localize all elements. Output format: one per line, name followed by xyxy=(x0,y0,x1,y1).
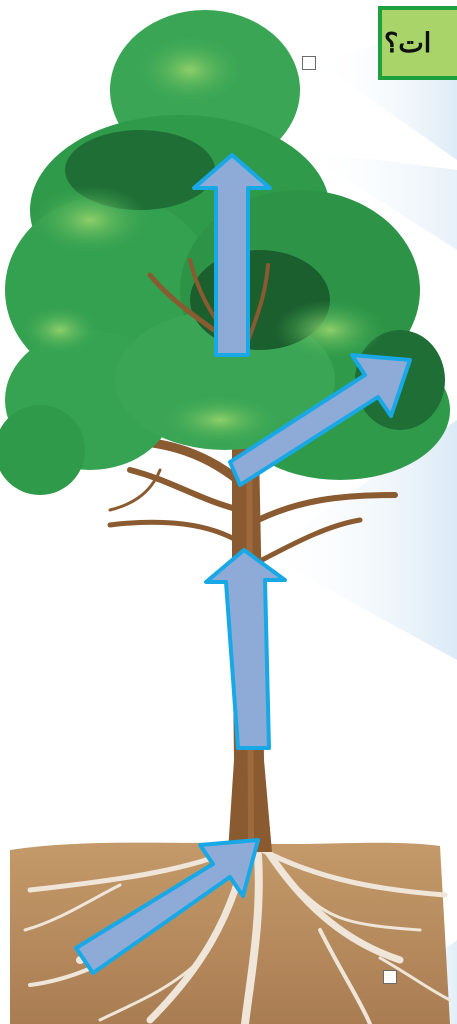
flow-arrow-icon xyxy=(206,550,285,748)
callout-marker-icon xyxy=(383,970,397,984)
question-text: ات؟ xyxy=(380,28,431,59)
callout-marker-icon xyxy=(302,56,316,70)
question-label: ات؟ xyxy=(378,6,457,80)
